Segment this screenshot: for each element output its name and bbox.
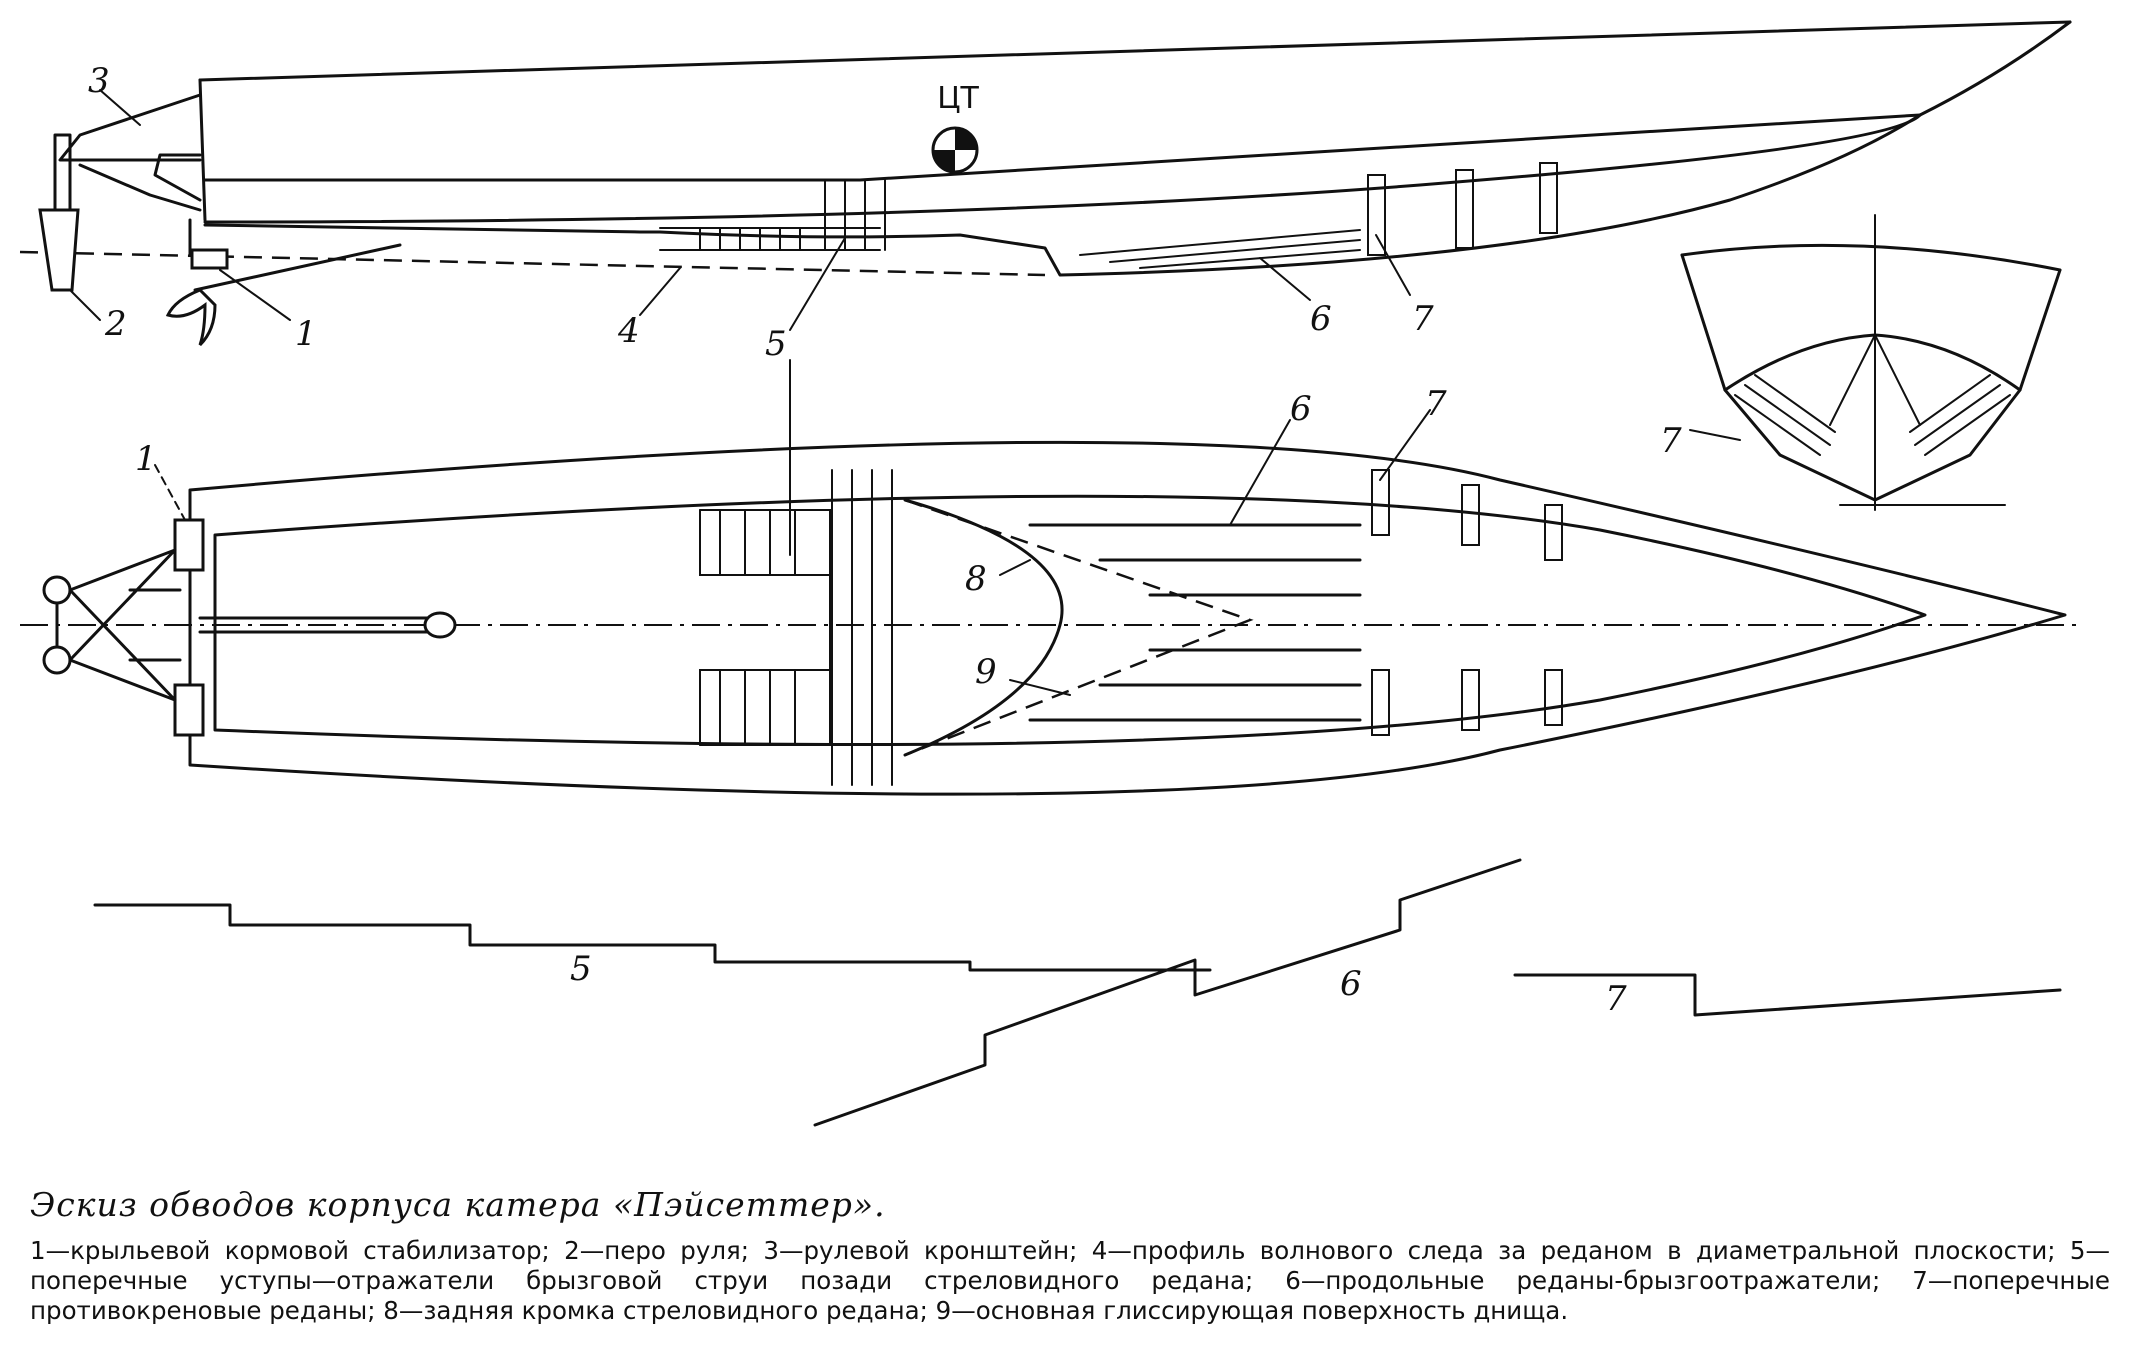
bow-stem [1918, 20, 2072, 117]
section-deck [1680, 243, 2062, 272]
stern-gear [38, 93, 402, 347]
profile-7 [1513, 973, 2062, 1017]
step-profiles: 5 6 7 [93, 858, 2062, 1127]
longitudinal-rails-plan [1028, 523, 1362, 722]
plan-inner-hull [213, 494, 1927, 747]
rudder-blade [38, 208, 80, 292]
center-of-gravity-label: ЦТ [937, 81, 979, 116]
callout-7-plan: 7 [1425, 384, 1447, 424]
callout-7-side: 7 [1412, 299, 1434, 339]
figure-caption: Эскиз обводов корпуса катера «Пэйсеттер»… [30, 1185, 2110, 1326]
callout-4-side: 4 [617, 311, 640, 351]
callout-8-plan: 8 [965, 559, 987, 599]
plan-view: 1 6 7 8 9 [20, 359, 2080, 796]
callout-7-profile: 7 [1605, 979, 1627, 1019]
callout-3-side: 3 [88, 61, 110, 101]
anti-heel-steps-section [1734, 374, 2011, 456]
callout-6-profile: 6 [1340, 964, 1362, 1004]
propeller-shaft-plan [198, 611, 457, 639]
transverse-steps-side [659, 179, 886, 251]
side-view: ЦТ 3 2 1 4 5 6 7 [19, 20, 2072, 364]
center-of-gravity-symbol: ЦТ [931, 81, 979, 174]
callout-5-profile: 5 [570, 949, 592, 989]
side-view-callouts: 3 2 1 4 5 6 7 [69, 61, 1434, 364]
chine-line [203, 113, 1922, 182]
section-chine [1723, 333, 2022, 392]
deck-line [198, 20, 2072, 82]
callout-6-side: 6 [1310, 299, 1332, 339]
wave-trace-profile [19, 250, 1046, 277]
callout-1-plan: 1 [135, 439, 157, 479]
profile-6 [813, 858, 1522, 1127]
profile-5 [93, 903, 1212, 972]
callout-1-side: 1 [295, 314, 317, 354]
callout-5-side: 5 [765, 324, 787, 364]
bow-section-view: 7 [1660, 214, 2062, 511]
plan-outer-hull [188, 440, 2067, 796]
callout-9-plan: 9 [975, 652, 997, 692]
main-planing-surface [904, 498, 1254, 757]
callout-2-side: 2 [104, 304, 127, 344]
sheer-line [203, 113, 1922, 224]
stern-stabilizer-plan [42, 518, 205, 737]
figure-legend: 1—крыльевой кормовой стабилизатор; 2—пер… [30, 1236, 2110, 1325]
plan-view-callouts: 1 6 7 8 9 [135, 359, 1447, 696]
anti-heel-steps-side [1367, 162, 1558, 256]
longitudinal-rails-side [1079, 229, 1361, 269]
callout-7-section: 7 [1660, 421, 1682, 461]
keel-line [203, 113, 1922, 277]
anti-heel-steps-plan [1371, 469, 1563, 736]
callout-6-plan: 6 [1290, 389, 1312, 429]
transverse-steps-plan [699, 469, 893, 786]
transom [198, 78, 207, 222]
swept-step-trailing-edge [903, 498, 1064, 757]
propeller [165, 288, 217, 347]
figure-title: Эскиз обводов корпуса катера «Пэйсеттер»… [30, 1185, 886, 1224]
